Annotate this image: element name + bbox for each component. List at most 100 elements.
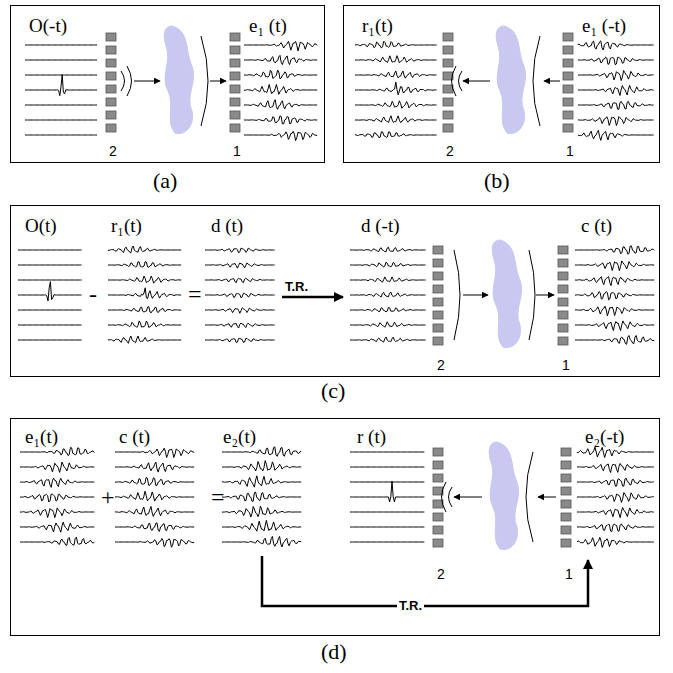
figure-panel: O(t)-r₁(t)=d (t)T.R.d (-t)2c (t)1(c)	[10, 205, 660, 377]
operator: +	[101, 485, 115, 509]
trace	[205, 248, 275, 253]
signal-label: e₂(-t)	[585, 427, 624, 446]
wavefront	[459, 71, 463, 91]
transducer-element	[561, 513, 571, 521]
wavefront	[127, 66, 132, 96]
trace	[244, 116, 317, 124]
trace	[115, 539, 194, 548]
trace	[350, 527, 424, 528]
trace	[108, 336, 181, 343]
wavefront	[529, 250, 535, 340]
operation-label: T.R.	[397, 599, 424, 612]
transducer-element	[561, 461, 571, 469]
trace	[577, 537, 654, 547]
trace	[115, 477, 194, 485]
trace	[205, 278, 275, 283]
wavefront	[201, 36, 208, 126]
operator: =	[211, 485, 225, 509]
transducer-element	[106, 59, 116, 67]
transducer-element	[106, 72, 116, 80]
trace	[575, 277, 654, 286]
signal-label: O(-t)	[29, 16, 67, 35]
transducer-element	[230, 98, 240, 106]
scattering-medium	[496, 26, 525, 134]
time-reversal-arrow	[282, 296, 343, 299]
trace	[222, 520, 301, 531]
trace	[20, 478, 94, 487]
trace	[350, 512, 424, 513]
trace	[350, 452, 424, 453]
transducer-element	[433, 246, 443, 254]
signal-label: e₁(t)	[25, 427, 58, 446]
signal-label: r₁(t)	[362, 16, 393, 35]
transducer-element	[106, 46, 116, 54]
signal-label: d (t)	[211, 216, 243, 235]
propagation-arrow	[544, 81, 560, 82]
operator: =	[188, 282, 202, 306]
trace	[578, 71, 654, 81]
propagation-arrow	[454, 497, 482, 498]
transducer-element	[561, 487, 571, 495]
trace	[20, 508, 94, 518]
trace	[575, 246, 654, 254]
trace	[577, 464, 654, 473]
scattering-medium	[492, 240, 521, 348]
trace	[205, 293, 275, 298]
transducer-element	[443, 124, 453, 132]
signal-label: r (t)	[357, 427, 386, 446]
transducer-element	[433, 311, 443, 319]
transducer-element	[230, 111, 240, 119]
trace	[350, 482, 424, 483]
trace	[575, 336, 654, 345]
trace	[244, 100, 317, 110]
signal-label: O(t)	[25, 216, 57, 235]
signal-label: c (t)	[581, 216, 612, 235]
transducer-element	[563, 85, 573, 93]
trace	[350, 467, 424, 468]
array-number: 2	[437, 567, 445, 581]
figure-panel: r₁(t)2e₁ (-t)1(b)	[343, 5, 660, 163]
trace	[18, 325, 82, 326]
trace	[355, 82, 437, 95]
transducer-element	[106, 33, 116, 41]
trace	[577, 493, 654, 503]
trace	[108, 246, 181, 253]
transducer-element	[106, 124, 116, 132]
transducer-element	[230, 33, 240, 41]
trace	[578, 130, 654, 140]
trace	[578, 117, 654, 126]
transducer-element	[563, 98, 573, 106]
transducer-element	[230, 85, 240, 93]
transducer-element	[563, 33, 573, 41]
trace	[350, 481, 424, 502]
trace	[20, 537, 94, 545]
transducer-element	[433, 259, 443, 267]
signal-label: e₁ (-t)	[582, 16, 626, 35]
wavefront	[442, 482, 447, 512]
transducer-element	[563, 111, 573, 119]
trace	[244, 55, 317, 64]
transducer-element	[558, 298, 568, 306]
trace	[355, 56, 437, 63]
trace	[20, 522, 94, 532]
trace	[350, 542, 424, 543]
propagation-arrow	[463, 81, 490, 82]
trace	[108, 321, 181, 328]
operation-label: T.R.	[283, 280, 310, 293]
transducer-element	[561, 539, 571, 547]
wavefront	[533, 36, 540, 126]
operator: -	[89, 282, 97, 306]
trace	[578, 57, 654, 65]
trace	[355, 116, 437, 123]
scattering-medium	[489, 442, 518, 550]
trace	[18, 250, 82, 251]
trace	[25, 120, 97, 121]
trace	[244, 84, 317, 94]
array-number: 1	[566, 144, 574, 158]
transducer-element	[563, 59, 573, 67]
trace	[20, 448, 94, 456]
trace	[575, 321, 654, 331]
wavefront	[449, 487, 453, 507]
trace	[222, 506, 301, 517]
transducer-element	[443, 111, 453, 119]
